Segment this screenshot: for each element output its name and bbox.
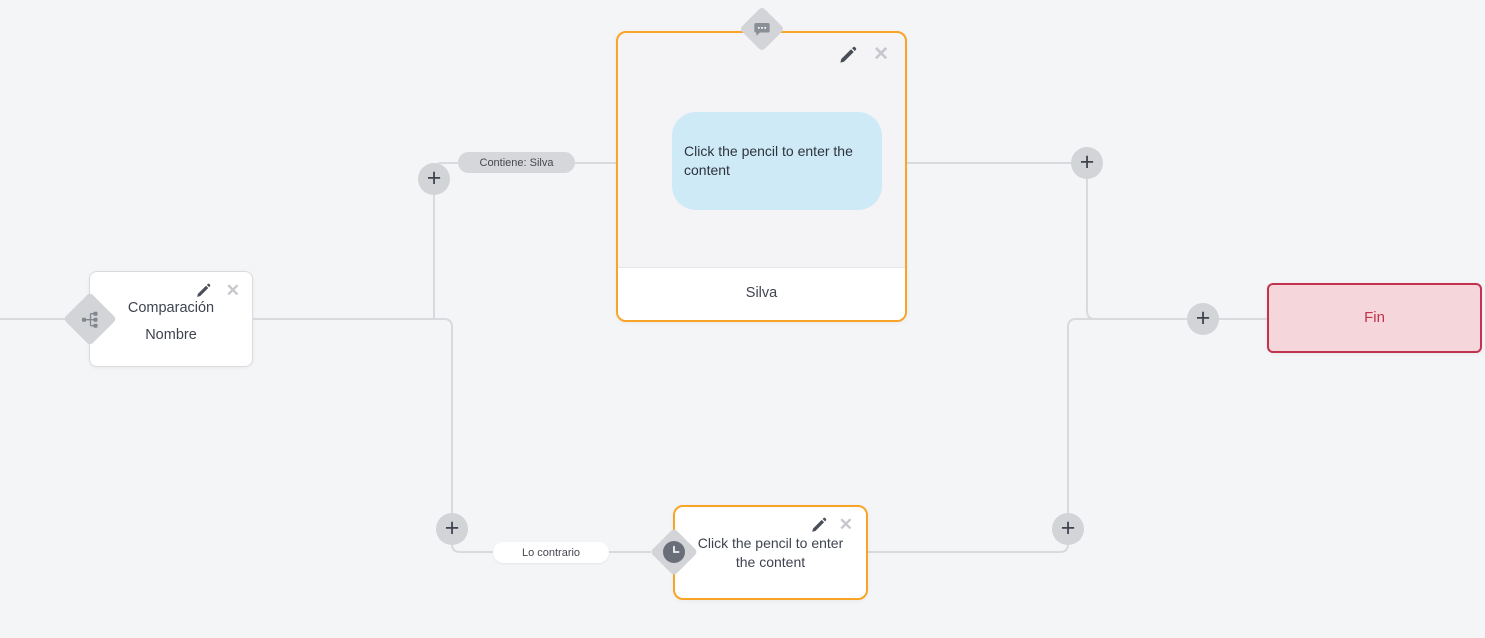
- clock-icon: [663, 541, 685, 563]
- add-node-button-after-question[interactable]: +: [1052, 513, 1084, 545]
- add-node-button-before-end[interactable]: +: [1187, 303, 1219, 335]
- add-node-button-true-branch[interactable]: +: [418, 163, 450, 195]
- edge-label-otherwise[interactable]: Lo contrario: [493, 542, 609, 563]
- plus-icon: +: [1060, 513, 1076, 542]
- question-node[interactable]: ✕ Click the pencil to enter the content: [673, 505, 868, 600]
- condition-subtitle: Nombre: [145, 326, 197, 343]
- plus-icon: +: [426, 163, 442, 192]
- plus-icon: +: [1195, 303, 1211, 332]
- edit-pencil-icon[interactable]: [839, 46, 857, 64]
- condition-title: Comparación: [127, 300, 215, 316]
- delete-node-icon[interactable]: ✕: [838, 515, 853, 534]
- edit-pencil-icon[interactable]: [196, 283, 211, 298]
- question-placeholder-text: Click the pencil to enter the content: [697, 534, 844, 570]
- add-node-button-after-message[interactable]: +: [1071, 147, 1103, 179]
- branch-sitemap-icon: [82, 311, 99, 328]
- message-footer-label: Silva: [745, 285, 778, 302]
- message-node-badge: [739, 6, 785, 52]
- condition-node-badge: [63, 292, 117, 346]
- add-node-button-false-branch[interactable]: +: [436, 513, 468, 545]
- wire-message-to-end: [907, 162, 1267, 320]
- message-bubble: Click the pencil to enter the content: [672, 112, 882, 210]
- edit-pencil-icon[interactable]: [811, 517, 827, 533]
- delete-node-icon[interactable]: ✕: [225, 281, 240, 300]
- delete-node-icon[interactable]: ✕: [873, 44, 889, 65]
- chat-message-icon: [754, 22, 771, 37]
- message-node-footer: Silva: [618, 267, 905, 320]
- edge-label-contains[interactable]: Contiene: Silva: [458, 152, 575, 173]
- end-node-label: Fin: [1364, 308, 1385, 326]
- end-node[interactable]: Fin: [1267, 283, 1482, 353]
- message-node[interactable]: ✕ Click the pencil to enter the content …: [616, 31, 907, 322]
- plus-icon: +: [1079, 147, 1095, 176]
- wire-condition-to-true-branch: [433, 162, 616, 319]
- question-node-badge: [649, 527, 699, 577]
- plus-icon: +: [444, 513, 460, 542]
- message-placeholder-text: Click the pencil to enter the content: [684, 143, 853, 178]
- condition-node[interactable]: ✕ Comparación Nombre: [89, 271, 253, 367]
